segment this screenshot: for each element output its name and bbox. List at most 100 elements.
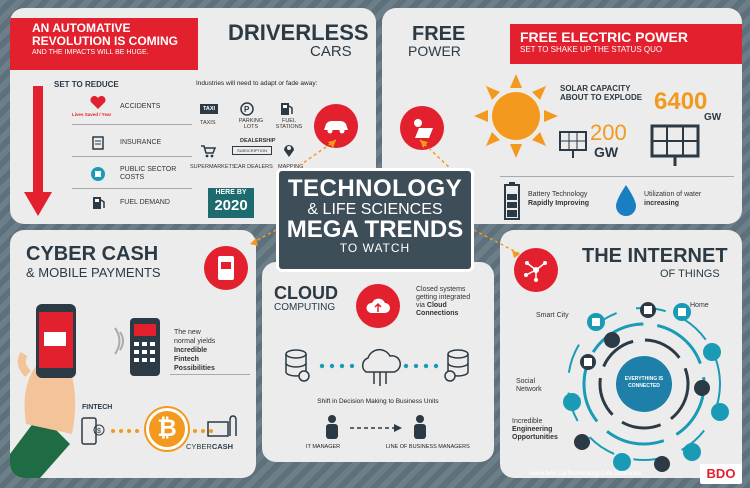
eng-line-1: Incredible — [512, 418, 543, 425]
set-to-reduce-label: SET TO REDUCE — [54, 80, 119, 89]
center-hub: TECHNOLOGY & LIFE SCIENCES MEGA TRENDS T… — [276, 168, 474, 272]
person-icon — [326, 415, 338, 439]
industry-parking: PARKING LOTS — [238, 118, 264, 130]
industry-fuel-stations: FUEL STATIONS — [275, 118, 303, 130]
cloud-title: CLOUD — [274, 283, 338, 303]
banner-line-2: REVOLUTION IS COMING — [32, 34, 179, 48]
mobile-payments-title: & MOBILE PAYMENTS — [26, 265, 161, 280]
hub-technology: TECHNOLOGY — [287, 175, 463, 202]
social-line-2: Network — [516, 386, 542, 393]
footer-url-link[interactable]: www.bdo.ca/Technology-Life-Sciences — [530, 470, 641, 477]
eng-line-3: Opportunities — [512, 434, 558, 441]
reduce-insurance-label: INSURANCE — [120, 139, 162, 146]
car-icon — [314, 104, 358, 148]
year-label: 2020 — [214, 197, 248, 214]
social-line-1: Social — [516, 378, 536, 385]
note-line-5: Possibilities — [174, 365, 215, 372]
cloud-network-diagram — [285, 348, 469, 386]
taxi-icon: TAXI — [200, 104, 218, 114]
divider — [170, 374, 250, 375]
divider — [72, 124, 192, 125]
fintech-label: FINTECH — [82, 404, 113, 411]
small-solar-panel-icon — [559, 131, 587, 158]
water-line-1: Utilization of water — [644, 191, 702, 198]
note-line-5: Connections — [416, 310, 459, 317]
fuel-pump-icon — [92, 196, 106, 215]
cars-title: CARS — [310, 43, 352, 60]
smart-city-label: Smart City — [536, 312, 569, 319]
decision-shift-diagram — [326, 415, 426, 439]
reduce-fuel-label: FUEL DEMAND — [120, 199, 170, 206]
map-pin-icon — [282, 142, 296, 163]
dotted-connector — [111, 429, 139, 433]
water-note: Utilization of water increasing — [644, 190, 701, 208]
svg-text:$: $ — [97, 428, 101, 435]
network-nodes-icon — [514, 248, 558, 292]
reduce-accidents-label: ACCIDENTS — [120, 103, 161, 110]
phone-dollar-icon: $ — [81, 417, 105, 445]
industry-supermarkets: SUPERMARKETS — [190, 164, 236, 170]
cloud-computing-panel: CLOUD COMPUTING Closed systems getting i… — [262, 262, 494, 462]
lives-saved-label: Lives Saved / Year — [72, 112, 112, 117]
hand-with-phone-icon — [10, 304, 76, 478]
cyber-cash-panel: CYBER CASH & MOBILE PAYMENTS The new nor… — [10, 230, 256, 478]
of-things-title: OF THINGS — [660, 268, 720, 280]
eng-line-2: Engineering — [512, 426, 553, 433]
cash-word: CASH — [211, 442, 234, 451]
note-line-1: The new — [174, 329, 201, 336]
automotive-banner: AN AUTOMATIVE REVOLUTION IS COMING AND T… — [10, 18, 198, 70]
cloud-note: Closed systems getting integrated via Cl… — [416, 286, 470, 318]
note-line-4: Cloud — [426, 302, 447, 309]
sun-icon — [474, 74, 558, 158]
everything-connected-label: EVERYTHING IS CONNECTED — [620, 376, 668, 390]
banner-line-3: AND THE IMPACTS WILL BE HUGE. — [32, 49, 149, 56]
solar-future-value: 6400 — [654, 88, 708, 115]
parking-icon: P — [240, 102, 254, 121]
heart-icon — [90, 95, 106, 112]
cybercash-label: CYBERCASH — [186, 442, 233, 451]
battery-note: Battery Technology Rapidly Improving — [528, 190, 589, 208]
cyber-word: CYBER — [186, 442, 212, 451]
reduce-public-sector-label: PUBLIC SECTOR COSTS — [120, 166, 177, 181]
mobile-payment-icon — [204, 246, 248, 290]
everything-line-2: CONNECTED — [628, 383, 660, 389]
internet-title: THE INTERNET — [582, 245, 728, 267]
iot-network-diagram — [563, 302, 729, 472]
solar-current-unit: GW — [594, 144, 619, 160]
cloud-upload-icon — [356, 284, 400, 328]
engineering-label: Incredible Engineering Opportunities — [512, 418, 558, 442]
fintech-note: The new normal yields Incredible Fintech… — [174, 328, 215, 373]
solar-capacity-label: SOLAR CAPACITY ABOUT TO EXPLODE — [560, 84, 642, 102]
industry-mapping: MAPPING — [278, 164, 304, 170]
water-line-2: increasing — [644, 200, 680, 207]
note-line-3: via — [416, 302, 425, 309]
large-solar-panel-icon — [650, 124, 700, 166]
social-network-label: Social Network — [516, 378, 542, 394]
solar-current-value: 200 — [590, 120, 627, 145]
database-left-icon — [285, 349, 310, 382]
note-line-1: Closed systems — [416, 286, 466, 293]
battery-icon — [504, 182, 520, 220]
everything-line-1: EVERYTHING IS — [624, 376, 664, 382]
reduce-arrow-icon — [24, 86, 52, 216]
here-by-2020-badge: HERE BY 2020 — [208, 188, 254, 218]
svg-text:P: P — [244, 105, 250, 114]
free-power-banner: FREE ELECTRIC POWER SET TO SHAKE UP THE … — [510, 24, 742, 64]
public-sector-icon — [90, 166, 106, 187]
it-manager-label: IT MANAGER — [306, 444, 341, 450]
home-label: Home — [690, 302, 709, 309]
hub-to-watch: TO WATCH — [339, 241, 411, 255]
subscription-sign: SUBSCRIPTION — [232, 146, 272, 155]
hub-mega-trends: MEGA TRENDS — [286, 216, 464, 243]
note-line-4: Fintech — [174, 356, 199, 363]
driverless-title: DRIVERLESS — [228, 20, 369, 45]
note-line-3: Incredible — [174, 347, 208, 354]
nfc-waves-icon — [114, 327, 124, 355]
iot-panel: THE INTERNET OF THINGS Smart City Home S… — [500, 230, 742, 478]
card-touch-icon — [207, 415, 237, 437]
card-terminal-icon — [130, 318, 160, 376]
here-by-label: HERE BY — [215, 189, 247, 196]
solar-line-1: SOLAR CAPACITY — [560, 84, 631, 93]
lob-managers-label: LINE OF BUSINESS MANAGERS — [386, 444, 470, 450]
solar-line-2: ABOUT TO EXPLODE — [560, 93, 643, 102]
